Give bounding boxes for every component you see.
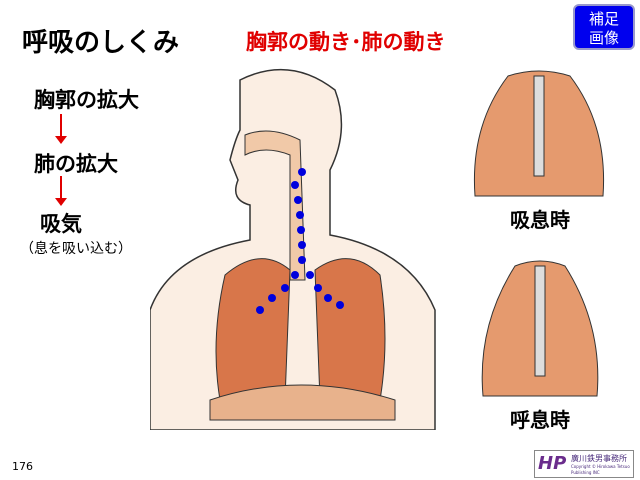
step-inhalation: 吸気 [40, 212, 82, 236]
step-chest-expansion: 胸郭の拡大 [34, 88, 139, 112]
logo-copyright: Copyright © Hirokawa Tetsuo Publishing I… [571, 464, 630, 475]
arrow-down-icon [55, 176, 67, 206]
step-lung-expansion: 肺の拡大 [34, 152, 118, 176]
supplement-image-button[interactable]: 補足 画像 [573, 4, 635, 50]
airflow-dots [256, 168, 344, 314]
logo-name: 廣川鉄男事務所 [571, 454, 627, 463]
badge-line1: 補足 [588, 10, 619, 28]
label-inhale: 吸息時 [510, 208, 570, 232]
slide-subtitle: 胸郭の動き･肺の動き [246, 30, 446, 54]
slide-title: 呼吸のしくみ [22, 28, 180, 58]
label-exhale: 呼息時 [510, 408, 570, 432]
badge-line2: 画像 [588, 29, 619, 47]
logo-mark: HP [538, 453, 567, 474]
inhalation-note: （息を吸い込む） [20, 241, 132, 257]
ribcage-exhale-image [481, 260, 599, 397]
publisher-logo: HP 廣川鉄男事務所 Copyright © Hirokawa Tetsuo P… [534, 450, 634, 478]
page-number: 176 [12, 460, 33, 473]
ribcage-inhale-image [473, 70, 605, 197]
arrow-down-icon [55, 114, 67, 144]
respiratory-illustration [150, 68, 436, 430]
